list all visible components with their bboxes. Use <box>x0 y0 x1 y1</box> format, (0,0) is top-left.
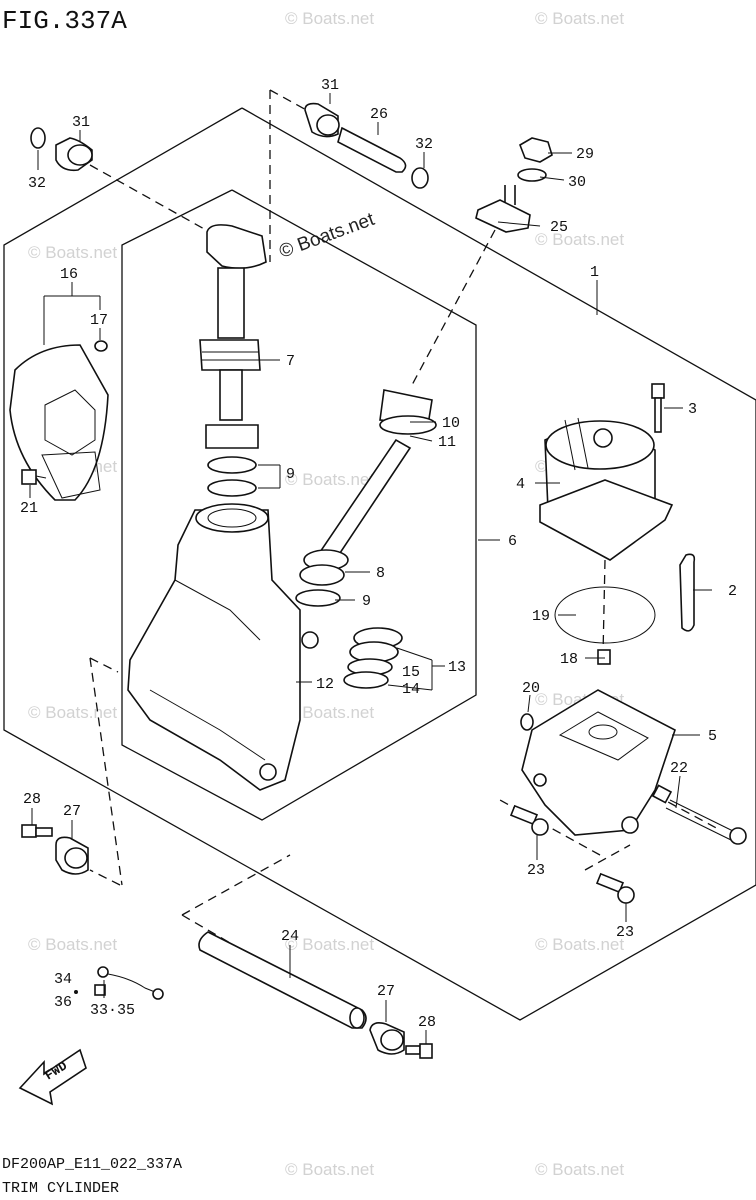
callout-36: 36 <box>54 994 72 1011</box>
callout-31: 31 <box>321 77 339 94</box>
watermark: © Boats.net <box>28 243 117 262</box>
callout-20: 20 <box>522 680 540 697</box>
assembly-boundary-outer <box>3 107 756 1021</box>
callout-26: 26 <box>370 106 388 123</box>
callout-18: 18 <box>560 651 578 668</box>
cover-16 <box>9 340 109 501</box>
watermark: © Boats.net <box>285 1160 374 1179</box>
callout-28: 28 <box>23 791 41 808</box>
bolt-23-lower <box>595 872 635 904</box>
watermark: © Boats.net <box>28 935 117 954</box>
callout-1: 1 <box>590 264 599 281</box>
pump-5 <box>521 689 676 836</box>
pin-26-top <box>304 102 429 189</box>
bracket-2 <box>679 553 696 632</box>
bolt-22 <box>651 784 747 845</box>
bolt-21 <box>21 469 47 485</box>
ring-set-13 <box>343 627 403 689</box>
fwd-arrow-icon: FWD <box>18 1048 87 1106</box>
ground-wire-33 <box>74 966 164 1000</box>
callout-29: 29 <box>576 146 594 163</box>
bolt-3 <box>651 383 665 433</box>
watermark: © Boats.net <box>285 9 374 28</box>
collar-27-left <box>55 836 89 875</box>
callout-21: 21 <box>20 500 38 517</box>
cylinder-rod <box>199 224 267 497</box>
o-ring-20 <box>520 713 534 731</box>
piston-rod-8 <box>295 389 437 607</box>
callout-30: 30 <box>568 174 586 191</box>
motor-4 <box>539 417 674 561</box>
callout-5: 5 <box>708 728 717 745</box>
callout-31: 31 <box>72 114 90 131</box>
callout-32: 32 <box>415 136 433 153</box>
callout-7: 7 <box>286 353 295 370</box>
callout-numbers: 1 2 3 4 5 6 7 8 9 9 10 11 12 13 14 15 16… <box>20 77 737 1031</box>
callout-14: 14 <box>402 681 420 698</box>
figure-code: DF200AP_E11_022_337A <box>2 1156 182 1173</box>
callout-33-35: 33·35 <box>90 1002 135 1019</box>
callout-27: 27 <box>63 803 81 820</box>
callout-25: 25 <box>550 219 568 236</box>
callout-leaders <box>29 93 712 1044</box>
watermark: © Boats.net <box>28 703 117 722</box>
callout-6: 6 <box>508 533 517 550</box>
callout-8: 8 <box>376 565 385 582</box>
pin-24 <box>198 931 367 1029</box>
callout-2: 2 <box>728 583 737 600</box>
callout-16: 16 <box>60 266 78 283</box>
callout-13: 13 <box>448 659 466 676</box>
cylinder-body-6 <box>127 503 319 791</box>
callout-4: 4 <box>516 476 525 493</box>
figure-title: FIG.337A <box>2 6 127 36</box>
callout-19: 19 <box>532 608 550 625</box>
callout-9: 9 <box>362 593 371 610</box>
callout-34: 34 <box>54 971 72 988</box>
watermark: © Boats.net <box>535 230 624 249</box>
watermark: © Boats.net <box>285 470 374 489</box>
figure-name: TRIM CYLINDER <box>2 1180 119 1197</box>
callout-10: 10 <box>442 415 460 432</box>
callout-17: 17 <box>90 312 108 329</box>
callout-12: 12 <box>316 676 334 693</box>
watermark: © Boats.net <box>535 935 624 954</box>
callout-27: 27 <box>377 983 395 1000</box>
bolt-28-left <box>21 824 53 838</box>
callout-28: 28 <box>418 1014 436 1031</box>
watermark: © Boats.net <box>535 1160 624 1179</box>
callout-24: 24 <box>281 928 299 945</box>
bolt-28-right <box>405 1043 433 1059</box>
watermark: © Boats.net <box>535 9 624 28</box>
watermark: © Boats.net <box>285 935 374 954</box>
callout-23: 23 <box>527 862 545 879</box>
watermark: © Boats.net <box>285 703 374 722</box>
bolt-23-upper <box>509 804 549 836</box>
assembly-boundary-inner <box>121 189 477 821</box>
callout-15: 15 <box>402 664 420 681</box>
callout-22: 22 <box>670 760 688 777</box>
collar-27-right <box>369 1022 405 1055</box>
callout-23: 23 <box>616 924 634 941</box>
valve-18 <box>597 649 611 665</box>
collar-31-left <box>30 127 93 172</box>
watermark-main: © Boats.net <box>277 209 378 263</box>
callout-3: 3 <box>688 401 697 418</box>
callout-32: 32 <box>28 175 46 192</box>
callout-9: 9 <box>286 466 295 483</box>
nut-29 <box>475 137 553 233</box>
o-ring-19 <box>554 586 656 644</box>
callout-11: 11 <box>438 434 456 451</box>
